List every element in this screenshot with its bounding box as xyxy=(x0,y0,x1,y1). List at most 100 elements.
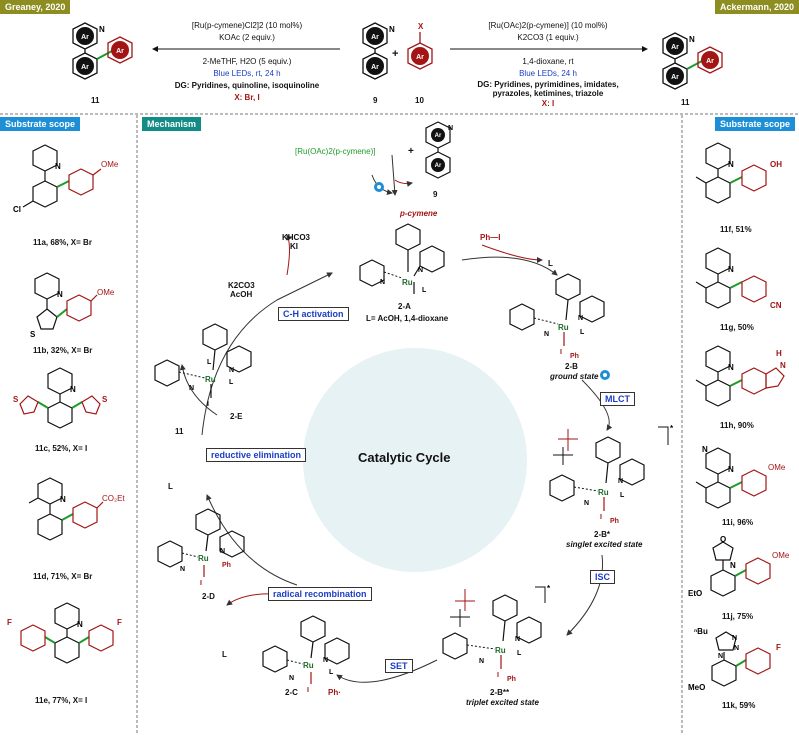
svg-text:Ar: Ar xyxy=(416,54,424,61)
svg-text:*: * xyxy=(670,424,674,433)
svg-text:N: N xyxy=(728,363,734,372)
svg-text:Ar: Ar xyxy=(706,58,714,65)
cycle-center-label: Catalytic Cycle xyxy=(358,450,451,465)
product-11-right: Ar Ar Ar N xyxy=(662,32,723,90)
k2co3-label: K2CO3 xyxy=(228,281,255,290)
ki-label: KI xyxy=(290,242,298,251)
svg-text:N: N xyxy=(448,125,453,132)
svg-text:I: I xyxy=(560,349,562,356)
svg-text:Ru: Ru xyxy=(303,661,314,670)
product-11-right-label: 11 xyxy=(681,98,690,107)
p-cymene-label: p-cymene xyxy=(400,209,438,218)
svg-text:F: F xyxy=(117,618,122,627)
svg-text:Ru: Ru xyxy=(558,323,569,332)
svg-text:N: N xyxy=(544,331,549,338)
svg-text:N: N xyxy=(289,675,294,682)
step-isc: ISC xyxy=(590,570,616,584)
right-scope-tag: Substrate scope xyxy=(714,117,795,131)
cycle-product-11: 11 xyxy=(175,427,184,436)
substrate-11i: N N OMe xyxy=(695,445,786,509)
step-mlct: MLCT xyxy=(600,392,635,406)
compound-10-label: 10 xyxy=(415,96,424,105)
step-radical-recombination: radical recombination xyxy=(268,587,372,601)
start-9-label: 9 xyxy=(433,190,438,199)
svg-text:Ru: Ru xyxy=(402,278,413,287)
mechanism-tag: Mechanism xyxy=(142,117,202,131)
substrate-11b: N S OMe xyxy=(30,272,115,339)
svg-text:Ru: Ru xyxy=(205,375,216,384)
scope-item-11b: 11b, 32%, X= Br xyxy=(33,346,93,355)
svg-text:CN: CN xyxy=(770,301,782,310)
svg-text:N: N xyxy=(689,35,695,44)
l-entering-2e: L xyxy=(168,482,173,491)
svg-text:N: N xyxy=(380,279,385,286)
svg-text:N: N xyxy=(189,385,194,392)
compound-9-label: 9 xyxy=(373,96,378,105)
svg-text:S: S xyxy=(102,395,108,404)
svg-text:N: N xyxy=(728,160,734,169)
scope-item-11k: 11k, 59% xyxy=(722,701,756,710)
svg-text:Ar: Ar xyxy=(671,44,679,51)
header-divider xyxy=(0,113,799,115)
svg-text:O: O xyxy=(720,535,726,544)
substrate-11a: N Cl OMe xyxy=(13,144,119,214)
svg-text:Ru: Ru xyxy=(598,488,609,497)
species-2c-label: 2-C xyxy=(285,688,298,697)
substrate-11g: N CN xyxy=(695,247,782,310)
catalytic-cycle-circle xyxy=(303,348,527,572)
scope-item-11d: 11d, 71%, X= Br xyxy=(33,572,93,581)
panel-dividers xyxy=(136,115,683,735)
svg-text:*: * xyxy=(547,584,551,593)
greaney-conditions: [Ru(p-cymene)Cl2]2 (10 mol%) KOAc (2 equ… xyxy=(152,20,342,104)
svg-text:N: N xyxy=(229,367,234,374)
scope-item-11a: 11a, 68%, X= Br xyxy=(33,238,92,247)
svg-text:I: I xyxy=(600,514,602,521)
svg-text:L: L xyxy=(207,359,212,366)
svg-text:L: L xyxy=(229,379,234,386)
step-set: SET xyxy=(385,659,413,673)
product-11-left-label: 11 xyxy=(91,96,100,105)
scope-item-11h: 11h, 90% xyxy=(720,421,754,430)
l-leaving-2b: L xyxy=(548,259,553,268)
svg-text:EtO: EtO xyxy=(688,589,702,598)
svg-text:Ar: Ar xyxy=(371,64,379,71)
svg-text:L: L xyxy=(329,669,334,676)
start-plus: + xyxy=(408,146,414,157)
svg-text:N: N xyxy=(57,290,63,299)
svg-text:Ph: Ph xyxy=(222,562,231,569)
blue-led-icon xyxy=(374,182,384,192)
svg-text:OH: OH xyxy=(770,160,782,169)
svg-text:L: L xyxy=(517,650,522,657)
greaney-tag: Greaney, 2020 xyxy=(0,0,71,14)
svg-text:N: N xyxy=(780,361,786,370)
compound-10: X Ar xyxy=(407,22,433,70)
svg-text:N: N xyxy=(389,25,395,34)
svg-text:I: I xyxy=(497,672,499,679)
complex-2a: Ru N L N xyxy=(359,223,445,294)
substrate-11k: ⁿBu N N N MeO F xyxy=(688,627,781,692)
svg-text:N: N xyxy=(323,657,328,664)
scope-item-11c: 11c, 52%, X= I xyxy=(35,444,88,453)
svg-text:H: H xyxy=(776,349,782,358)
scope-item-11e: 11e, 77%, X= I xyxy=(35,696,88,705)
svg-text:I: I xyxy=(307,687,309,694)
start-catalyst: [Ru(OAc)2(p-cymene)] xyxy=(295,147,376,156)
svg-text:F: F xyxy=(7,618,12,627)
svg-text:Ar: Ar xyxy=(81,34,89,41)
svg-text:Ar: Ar xyxy=(81,64,89,71)
svg-text:Ph: Ph xyxy=(507,676,516,683)
svg-text:OMe: OMe xyxy=(772,551,790,560)
complex-2c: Ru N L N I xyxy=(262,615,350,694)
scope-item-11j: 11j, 75% xyxy=(722,612,754,621)
svg-text:OMe: OMe xyxy=(101,160,119,169)
svg-text:N: N xyxy=(479,658,484,665)
svg-text:N: N xyxy=(732,635,737,642)
svg-text:L: L xyxy=(422,287,427,294)
species-2b1-state: singlet excited state xyxy=(566,540,643,549)
substrate-11e: N F F xyxy=(7,602,122,664)
svg-text:N: N xyxy=(728,265,734,274)
step-reductive-elimination: reductive elimination xyxy=(206,448,307,462)
svg-text:N: N xyxy=(70,385,76,394)
svg-text:Ar: Ar xyxy=(435,163,442,169)
svg-text:S: S xyxy=(30,330,36,339)
